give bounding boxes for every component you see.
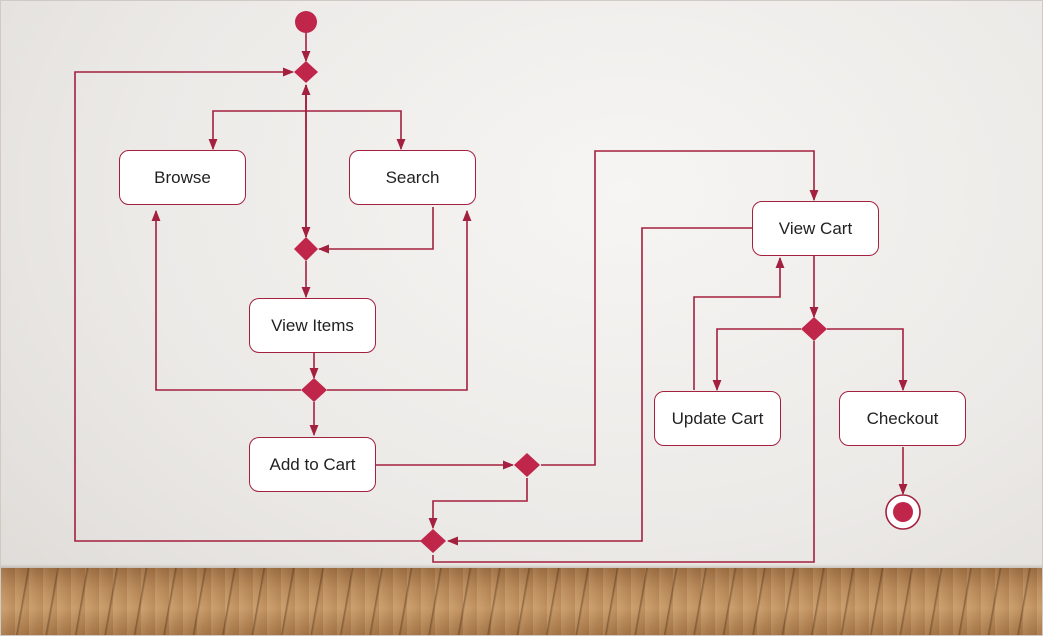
decision-diamond-lower [301, 378, 327, 402]
update-cart-activity[interactable]: Update Cart [654, 391, 781, 446]
decision-diamond-cart [801, 317, 827, 341]
edge-update-cart-to-view-cart [693, 256, 785, 390]
edge-merge-to-search [306, 110, 406, 151]
edge-search-to-middle [317, 207, 434, 254]
view-items-label: View Items [271, 315, 354, 335]
edge-decision-to-search [327, 209, 472, 391]
wooden-floor [1, 568, 1042, 635]
update-cart-label: Update Cart [671, 408, 764, 428]
edge-fork-to-bottom-merge [428, 478, 528, 530]
edge-view-cart-to-bottom [446, 227, 752, 546]
edge-decision-to-update-cart [712, 328, 801, 392]
edge-decision-to-bottom [432, 341, 815, 563]
edge-decision-to-checkout [827, 328, 908, 392]
end-node [893, 502, 913, 522]
view-cart-activity[interactable]: View Cart [752, 201, 879, 256]
edge-merge-to-browse [208, 85, 307, 151]
checkout-label: Checkout [866, 408, 939, 428]
search-label: Search [385, 167, 440, 187]
edge-bottom-to-top [74, 67, 421, 542]
view-cart-label: View Cart [778, 218, 853, 238]
checkout-activity[interactable]: Checkout [839, 391, 966, 446]
edge-fork-to-view-cart [541, 150, 819, 466]
decision-diamond-middle [294, 237, 318, 261]
browse-label: Browse [154, 167, 211, 187]
decision-diamond-bottom [420, 529, 446, 553]
add-to-cart-activity[interactable]: Add to Cart [249, 437, 376, 492]
view-items-activity[interactable]: View Items [249, 298, 376, 353]
browse-activity[interactable]: Browse [119, 150, 246, 205]
search-activity[interactable]: Search [349, 150, 476, 205]
decision-diamond-fork [514, 453, 540, 477]
edge-decision-to-browse [151, 209, 301, 391]
decision-diamond-top [294, 61, 318, 83]
start-node [295, 11, 317, 33]
add-to-cart-label: Add to Cart [269, 454, 356, 474]
